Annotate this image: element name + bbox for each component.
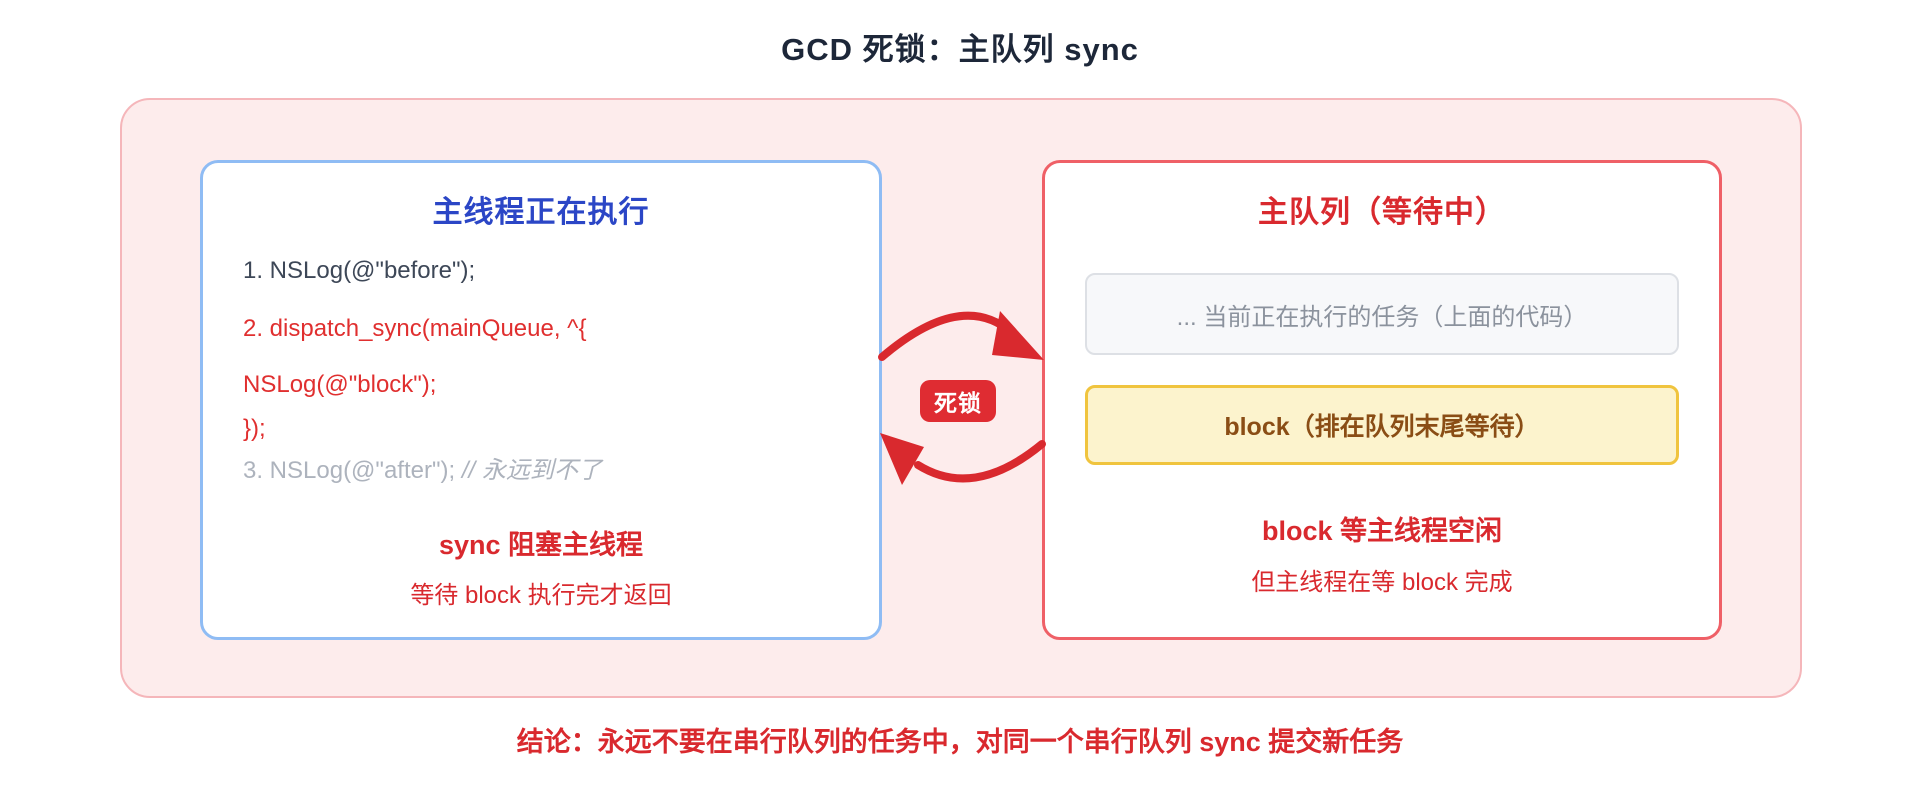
queue-item-waiting-block: block（排在队列末尾等待） [1085,385,1679,465]
page-title: GCD 死锁：主队列 sync [781,32,1139,67]
main-thread-note-bold: sync 阻塞主线程 [438,530,644,560]
main-queue-card: 主队列（等待中） ... 当前正在执行的任务（上面的代码） block（排在队列… [1042,160,1722,640]
main-queue-note: 但主线程在等 block 完成 [1251,569,1513,596]
code-line-dispatch-sync: 2. dispatch_sync(mainQueue, ^{ [243,315,587,342]
main-thread-card-title: 主线程正在执行 [432,196,650,229]
arrow-left-icon [880,433,1046,485]
main-queue-card-title: 主队列（等待中） [1258,196,1506,229]
code-line-after-text: 3. NSLog(@"after"); [243,457,462,484]
main-thread-card: 主线程正在执行 1. NSLog(@"before"); 2. dispatch… [200,160,882,640]
deadlock-diagram-panel: 主线程正在执行 1. NSLog(@"before"); 2. dispatch… [120,98,1802,698]
main-thread-note: 等待 block 执行完才返回 [410,582,672,609]
conclusion-text: 结论：永远不要在串行队列的任务中，对同一个串行队列 sync 提交新任务 [516,727,1404,757]
code-comment: // 永远到不了 [461,457,602,484]
code-line-close-brace: }); [243,415,266,442]
code-line-block-body: NSLog(@"block"); [243,371,437,398]
code-line-after: 3. NSLog(@"after"); // 永远到不了 [243,457,879,485]
main-queue-note-bold: block 等主线程空闲 [1261,516,1503,546]
code-line-before: 1. NSLog(@"before"); [243,257,476,284]
arrow-right-icon [878,311,1044,361]
queue-item-current-task: ... 当前正在执行的任务（上面的代码） [1085,273,1679,355]
deadlock-badge: 死锁 [920,380,996,422]
code-block: 1. NSLog(@"before"); 2. dispatch_sync(ma… [243,257,879,485]
